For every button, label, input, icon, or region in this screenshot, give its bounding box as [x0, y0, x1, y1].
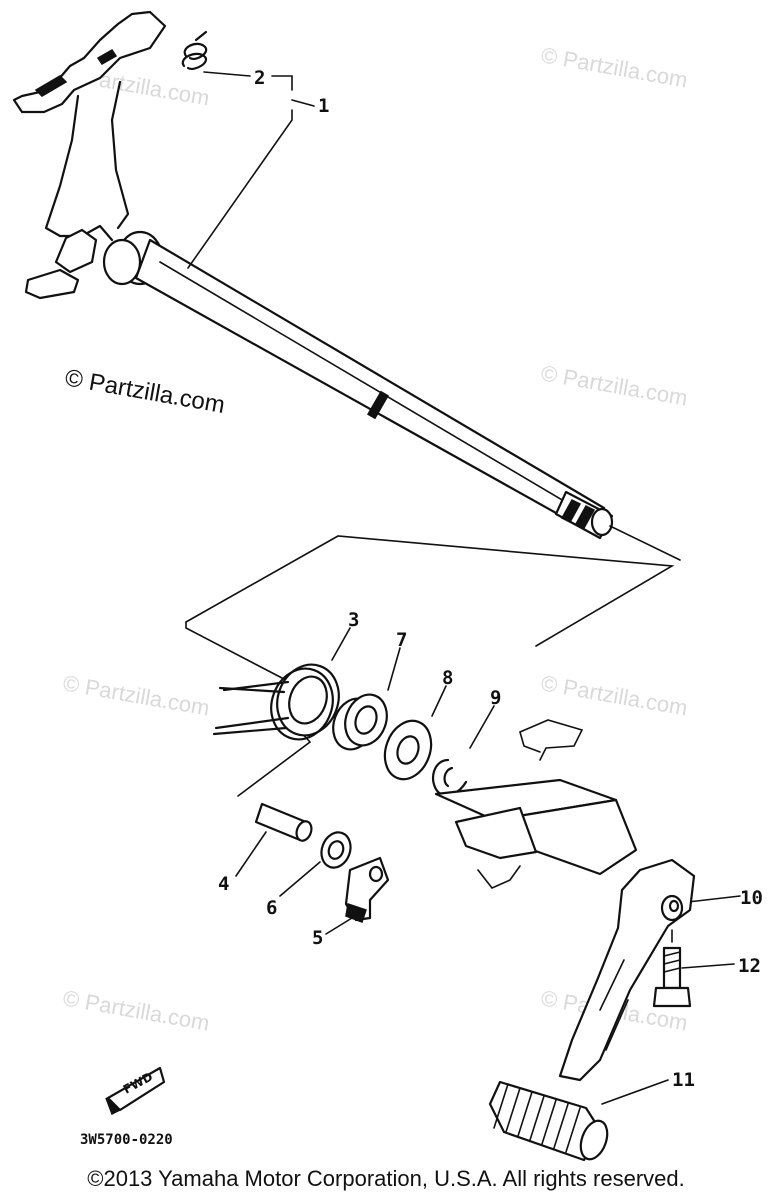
- part-1-shift-shaft: [12, 10, 614, 540]
- watermark: © Partzilla.com: [539, 42, 689, 92]
- drawing-code: 3W5700-0220: [80, 1132, 173, 1148]
- part-5-lever: [344, 856, 390, 923]
- copyright-notice: ©2013 Yamaha Motor Corporation, U.S.A. A…: [87, 1166, 685, 1191]
- part-6-collar: [320, 831, 352, 869]
- callout-9: 9: [490, 687, 501, 709]
- part-2-spring: [181, 30, 208, 70]
- leader-lines: [187, 71, 741, 1105]
- pedal-assembly: [434, 719, 696, 1082]
- callout-7: 7: [396, 629, 407, 651]
- callout-3: 3: [348, 609, 359, 631]
- callout-5: 5: [312, 927, 323, 949]
- part-9-circlip: [431, 758, 468, 797]
- watermark: © Partzilla.com: [61, 985, 211, 1035]
- part-11-pedal-rubber: [488, 1080, 609, 1162]
- callout-8: 8: [442, 667, 453, 689]
- callout-12: 12: [738, 955, 761, 977]
- part-7-oil-seal: [332, 693, 388, 751]
- callout-10: 10: [740, 887, 763, 909]
- part-12-bolt: [652, 929, 692, 1008]
- part-3-torsion-spring: [212, 663, 340, 741]
- callout-11: 11: [672, 1069, 695, 1091]
- callout-labels: 2 1 3 7 8 9 4 6 5 10 12 11: [218, 67, 763, 1091]
- callout-4: 4: [218, 873, 229, 895]
- assembly-outline: [185, 525, 681, 797]
- callout-2: 2: [254, 67, 265, 89]
- callout-6: 6: [266, 897, 277, 919]
- watermark: © Partzilla.com: [61, 670, 211, 720]
- fwd-arrow-icon: FWD: [105, 1066, 166, 1116]
- watermark-dark: © Partzilla.com: [63, 364, 227, 419]
- watermark: © Partzilla.com: [539, 360, 689, 410]
- part-4-pin: [254, 802, 313, 842]
- callout-1: 1: [318, 95, 329, 117]
- part-8-washer: [383, 719, 433, 781]
- watermark: © Partzilla.com: [539, 670, 689, 720]
